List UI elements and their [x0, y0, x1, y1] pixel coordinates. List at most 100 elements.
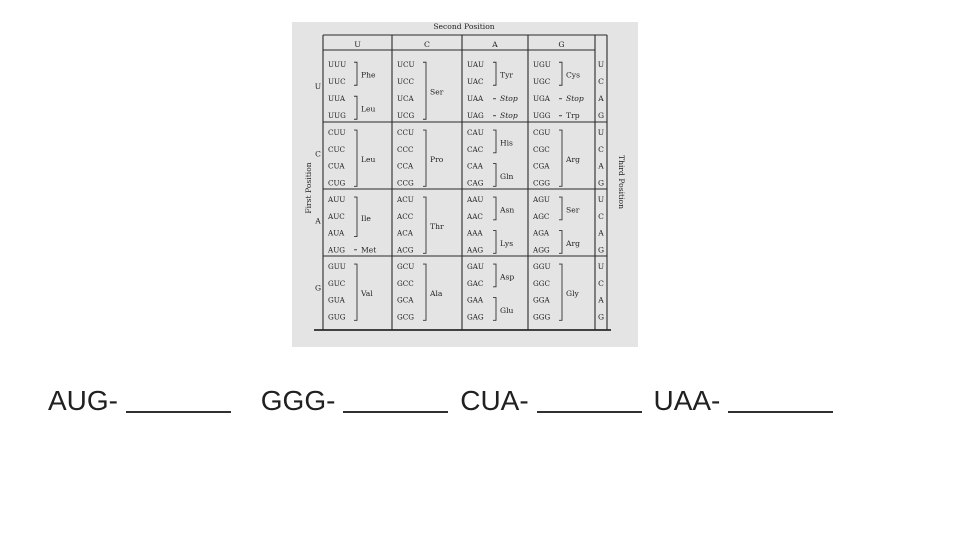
group-bracket [559, 230, 563, 254]
third-base-label: U [598, 60, 605, 69]
codon: CGU [533, 128, 550, 137]
third-base-label: G [598, 111, 604, 120]
amino-acid-label: Ala [429, 289, 443, 298]
codon: UGA [533, 94, 551, 103]
codon: AUU [327, 195, 345, 204]
question-1: AUG- [48, 384, 231, 418]
second-base-header: C [424, 40, 430, 49]
first-base-label: A [314, 217, 321, 226]
amino-acid-label: Arg [565, 239, 580, 248]
codon: ACA [396, 229, 414, 238]
codon: UGG [533, 111, 551, 120]
codon: CCG [397, 178, 414, 187]
second-base-header: U [354, 40, 361, 49]
amino-acid-label: Ser [430, 88, 444, 97]
codon: AAA [466, 229, 483, 238]
group-bracket [423, 61, 427, 120]
third-base-label: U [598, 128, 605, 137]
group-bracket [493, 263, 497, 288]
third-base-label: A [597, 162, 604, 171]
group-bracket [354, 61, 358, 86]
codon: GGU [533, 262, 551, 271]
answer-blank[interactable] [126, 411, 231, 413]
question-codon: CUA- [460, 385, 529, 416]
amino-acid-label: Leu [361, 105, 376, 114]
third-base-label: U [598, 262, 605, 271]
codon: UUC [328, 77, 346, 86]
codon: GCA [397, 296, 414, 305]
codon: GCG [397, 312, 414, 321]
question-2: GGG- [261, 384, 449, 418]
amino-acid-label: Val [360, 289, 373, 298]
group-bracket [493, 163, 497, 187]
third-base-label: A [597, 229, 604, 238]
amino-acid-label: Thr [430, 222, 444, 231]
codon: AGU [532, 195, 550, 204]
third-base-label: G [598, 245, 604, 254]
amino-acid-label: Trp [566, 111, 580, 120]
codon: UCU [397, 60, 415, 69]
group-bracket [423, 263, 427, 321]
codon: GCC [397, 279, 414, 288]
third-base-label: A [597, 94, 604, 103]
codon: CGC [533, 145, 550, 154]
amino-acid-label: Gly [566, 289, 579, 298]
third-base-label: G [598, 178, 604, 187]
third-base-label: C [598, 279, 604, 288]
amino-acid-label: Ser [566, 205, 580, 214]
codon: CUC [328, 145, 346, 154]
amino-acid-label: Phe [361, 71, 376, 80]
codon: GCU [397, 262, 414, 271]
amino-acid-label: His [500, 138, 513, 147]
codon: AAC [466, 212, 483, 221]
group-bracket [493, 129, 497, 154]
codon: UUG [328, 111, 346, 120]
second-position-label: Second Position [433, 22, 494, 31]
amino-acid-label: Asp [499, 272, 514, 281]
second-base-header: G [558, 40, 564, 49]
amino-acid-label: Leu [361, 155, 376, 164]
second-base-header: A [491, 40, 498, 49]
codon: AAG [466, 245, 483, 254]
amino-acid-label: Pro [430, 155, 444, 164]
third-base-label: A [597, 296, 604, 305]
amino-acid-label: Lys [500, 239, 513, 248]
third-position-label: Third Position [617, 155, 626, 209]
codon: CAA [467, 162, 484, 171]
codon: AAU [466, 195, 483, 204]
group-bracket [423, 196, 427, 254]
first-position-label: First Position [304, 162, 313, 213]
codon: UGC [533, 77, 551, 86]
codon: CAG [467, 178, 484, 187]
codon: GAA [467, 296, 484, 305]
codon: UAG [467, 111, 484, 120]
codon: GAG [467, 312, 484, 321]
codon: GUA [328, 296, 346, 305]
codon: UAU [467, 60, 484, 69]
codon: AUA [327, 229, 345, 238]
answer-blank[interactable] [536, 411, 642, 413]
codon: UAA [467, 94, 484, 103]
codon: ACG [396, 245, 414, 254]
codon: UUA [328, 94, 346, 103]
codon: UCA [397, 94, 415, 103]
answer-blank[interactable] [343, 411, 449, 413]
amino-acid-label: Arg [565, 155, 580, 164]
codon: CUG [328, 178, 346, 187]
first-base-label: U [315, 82, 322, 91]
codon: CCC [397, 145, 414, 154]
group-bracket [354, 129, 358, 187]
amino-acid-label: Ile [361, 214, 371, 223]
group-bracket [493, 230, 497, 254]
third-base-label: C [598, 77, 604, 86]
codon: CGA [533, 162, 550, 171]
third-base-label: C [598, 145, 604, 154]
third-base-label: U [598, 195, 605, 204]
answer-blank[interactable] [728, 411, 834, 413]
question-line: AUG- GGG- CUA- UAA- [48, 384, 948, 418]
codon: ACC [396, 212, 414, 221]
stop-label: Stop [566, 94, 584, 103]
amino-acid-label: Asn [499, 205, 514, 214]
